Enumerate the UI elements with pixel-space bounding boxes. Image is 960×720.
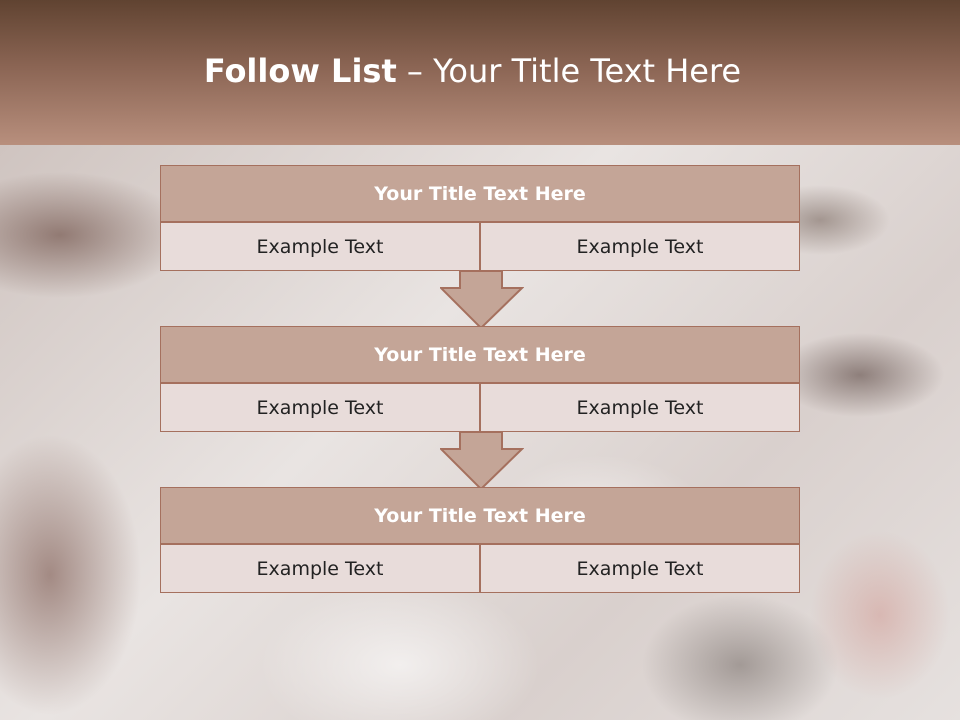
block-title: Your Title Text Here — [160, 326, 800, 383]
list-block-1: Your Title Text Here Example Text Exampl… — [160, 165, 800, 271]
block-title: Your Title Text Here — [160, 165, 800, 222]
block-cell-right: Example Text — [480, 383, 800, 432]
block-cell-right: Example Text — [480, 544, 800, 593]
block-cell-right: Example Text — [480, 222, 800, 271]
block-cell-left: Example Text — [160, 222, 480, 271]
slide-title: Follow List – Your Title Text Here — [0, 52, 945, 90]
header-banner: Follow List – Your Title Text Here — [0, 0, 960, 145]
title-bold: Follow List — [203, 52, 397, 90]
title-rest: – Your Title Text Here — [396, 52, 742, 90]
block-cell-left: Example Text — [160, 383, 480, 432]
down-arrow-icon — [440, 270, 524, 330]
block-title: Your Title Text Here — [160, 487, 800, 544]
block-cell-left: Example Text — [160, 544, 480, 593]
list-block-3: Your Title Text Here Example Text Exampl… — [160, 487, 800, 593]
list-block-2: Your Title Text Here Example Text Exampl… — [160, 326, 800, 432]
down-arrow-icon — [440, 431, 524, 491]
